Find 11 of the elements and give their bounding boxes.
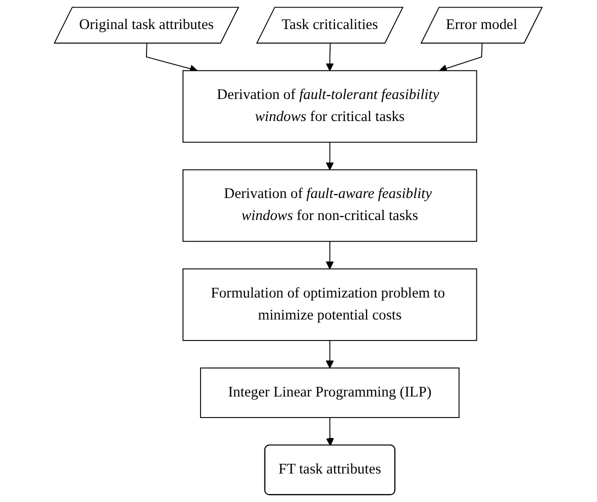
arrow <box>326 340 334 368</box>
arrow <box>326 43 334 72</box>
arrow <box>146 43 198 73</box>
node-box: Derivation of fault-aware feasiblity windows for non-critical tasks <box>182 169 478 242</box>
arrow <box>439 43 483 72</box>
node-box: Formulation of optimization problem to minimize potential costs <box>182 268 478 341</box>
node-box: Derivation of fault-tolerant feasibility windows for critical tasks <box>182 70 478 143</box>
arrow <box>326 417 334 446</box>
node-box: Integer Linear Programming (ILP) <box>200 368 460 418</box>
arrow <box>326 142 334 170</box>
arrow <box>326 240 334 270</box>
